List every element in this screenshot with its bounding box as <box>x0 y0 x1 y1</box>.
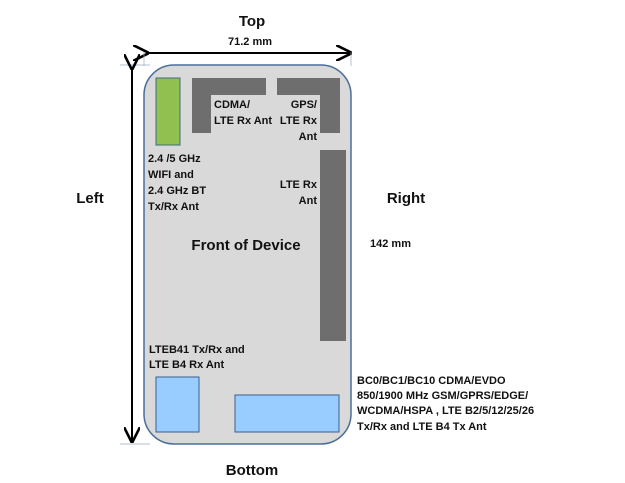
svg-text:Tx/Rx and LTE B4 Tx Ant: Tx/Rx and LTE B4 Tx Ant <box>357 421 487 433</box>
front-of-device-label: Front of Device <box>191 237 300 254</box>
svg-text:LTEB41 Tx/Rx and: LTEB41 Tx/Rx and <box>149 344 245 356</box>
svg-text:WIFI and: WIFI and <box>148 169 194 181</box>
cdma-antenna <box>192 78 266 133</box>
svg-text:WCDMA/HSPA , LTE B2/5/12/25/26: WCDMA/HSPA , LTE B2/5/12/25/26 <box>357 405 534 417</box>
svg-text:850/1900 MHz GSM/GPRS/EDGE/: 850/1900 MHz GSM/GPRS/EDGE/ <box>357 390 528 402</box>
svg-text:LTE Rx Ant: LTE Rx Ant <box>214 115 272 127</box>
lte-rx-antenna-label: LTE Rx Ant <box>280 179 318 207</box>
svg-text:BC0/BC1/BC10 CDMA/EVDO: BC0/BC1/BC10 CDMA/EVDO <box>357 375 506 387</box>
wifi-antenna-label: 2.4 /5 GHz WIFI and 2.4 GHz BT Tx/Rx Ant <box>148 153 206 213</box>
svg-text:Ant: Ant <box>299 195 318 207</box>
gps-antenna-label: GPS/ LTE Rx Ant <box>280 99 318 143</box>
cdma-antenna-label: CDMA/ LTE Rx Ant <box>214 99 272 127</box>
lteb41-antenna-label: LTEB41 Tx/Rx and LTE B4 Rx Ant <box>149 344 245 371</box>
label-top: Top <box>239 13 265 30</box>
svg-text:2.4 /5 GHz: 2.4 /5 GHz <box>148 153 201 165</box>
device-outline <box>143 64 352 445</box>
wifi-antenna <box>155 77 181 146</box>
svg-text:GPS/: GPS/ <box>291 99 317 111</box>
main-antenna-label: BC0/BC1/BC10 CDMA/EVDO 850/1900 MHz GSM/… <box>357 375 534 433</box>
svg-text:2.4 GHz BT: 2.4 GHz BT <box>148 185 206 197</box>
svg-text:LTE Rx: LTE Rx <box>280 179 318 191</box>
svg-text:LTE Rx: LTE Rx <box>280 115 318 127</box>
lte-rx-antenna <box>320 150 346 341</box>
height-dimension: 142 mm <box>370 238 411 250</box>
width-dimension: 71.2 mm <box>228 36 272 48</box>
label-left: Left <box>76 190 104 207</box>
svg-text:CDMA/: CDMA/ <box>214 99 250 111</box>
main-antenna <box>234 394 340 433</box>
label-right: Right <box>387 190 425 207</box>
svg-text:Ant: Ant <box>299 131 318 143</box>
lteb41-antenna <box>155 376 200 433</box>
svg-text:Tx/Rx Ant: Tx/Rx Ant <box>148 201 199 213</box>
gps-antenna <box>277 78 340 133</box>
label-bottom: Bottom <box>226 462 279 479</box>
svg-text:LTE B4 Rx Ant: LTE B4 Rx Ant <box>149 359 225 371</box>
